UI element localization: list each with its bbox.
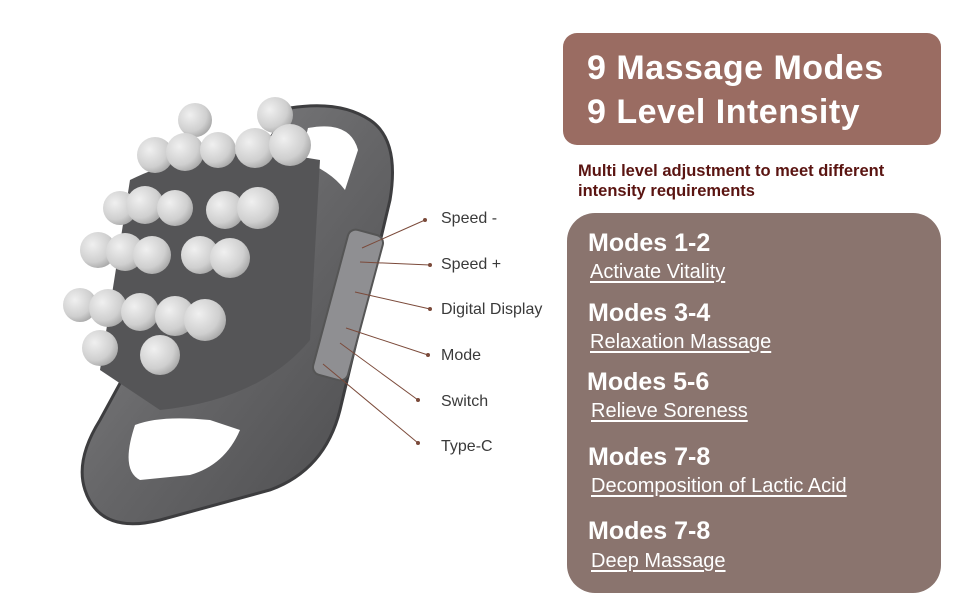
callout-type-c: Type-C: [441, 438, 493, 455]
callout-speed-plus: Speed +: [441, 256, 502, 273]
mode-name: Modes 7-8: [588, 443, 711, 471]
callout-lines: [322, 219, 431, 444]
headline-line-2: 9 Level Intensity: [587, 93, 861, 131]
callout-mode: Mode: [441, 347, 482, 364]
callout-speed-minus: Speed -: [441, 210, 498, 227]
top-handle-hole: [300, 126, 358, 190]
callout-switch: Switch: [441, 393, 489, 410]
mode-name: Modes 1-2: [588, 229, 711, 257]
mode-name: Modes 7-8: [588, 517, 711, 545]
control-panel: [311, 228, 385, 382]
mode-description: Relieve Soreness: [591, 400, 748, 422]
mode-description: Deep Massage: [591, 550, 726, 572]
headline-line-1: 9 Massage Modes: [587, 49, 884, 87]
mode-description: Activate Vitality: [590, 261, 726, 283]
bottom-handle-hole: [128, 418, 240, 480]
mode-description: Relaxation Massage: [590, 331, 772, 353]
mode-name: Modes 5-6: [587, 368, 710, 396]
massager-device-illustration: [63, 97, 432, 526]
mode-description: Decomposition of Lactic Acid: [591, 475, 847, 497]
massage-balls: [63, 97, 311, 375]
headline-box: 9 Massage Modes 9 Level Intensity: [563, 33, 941, 145]
mode-name: Modes 3-4: [588, 299, 711, 327]
subtitle: Multi level adjustment to meet different…: [578, 162, 885, 200]
callout-digital-display: Digital Display: [441, 301, 543, 318]
modes-box: Modes 1-2 Activate Vitality Modes 3-4 Re…: [567, 213, 941, 593]
